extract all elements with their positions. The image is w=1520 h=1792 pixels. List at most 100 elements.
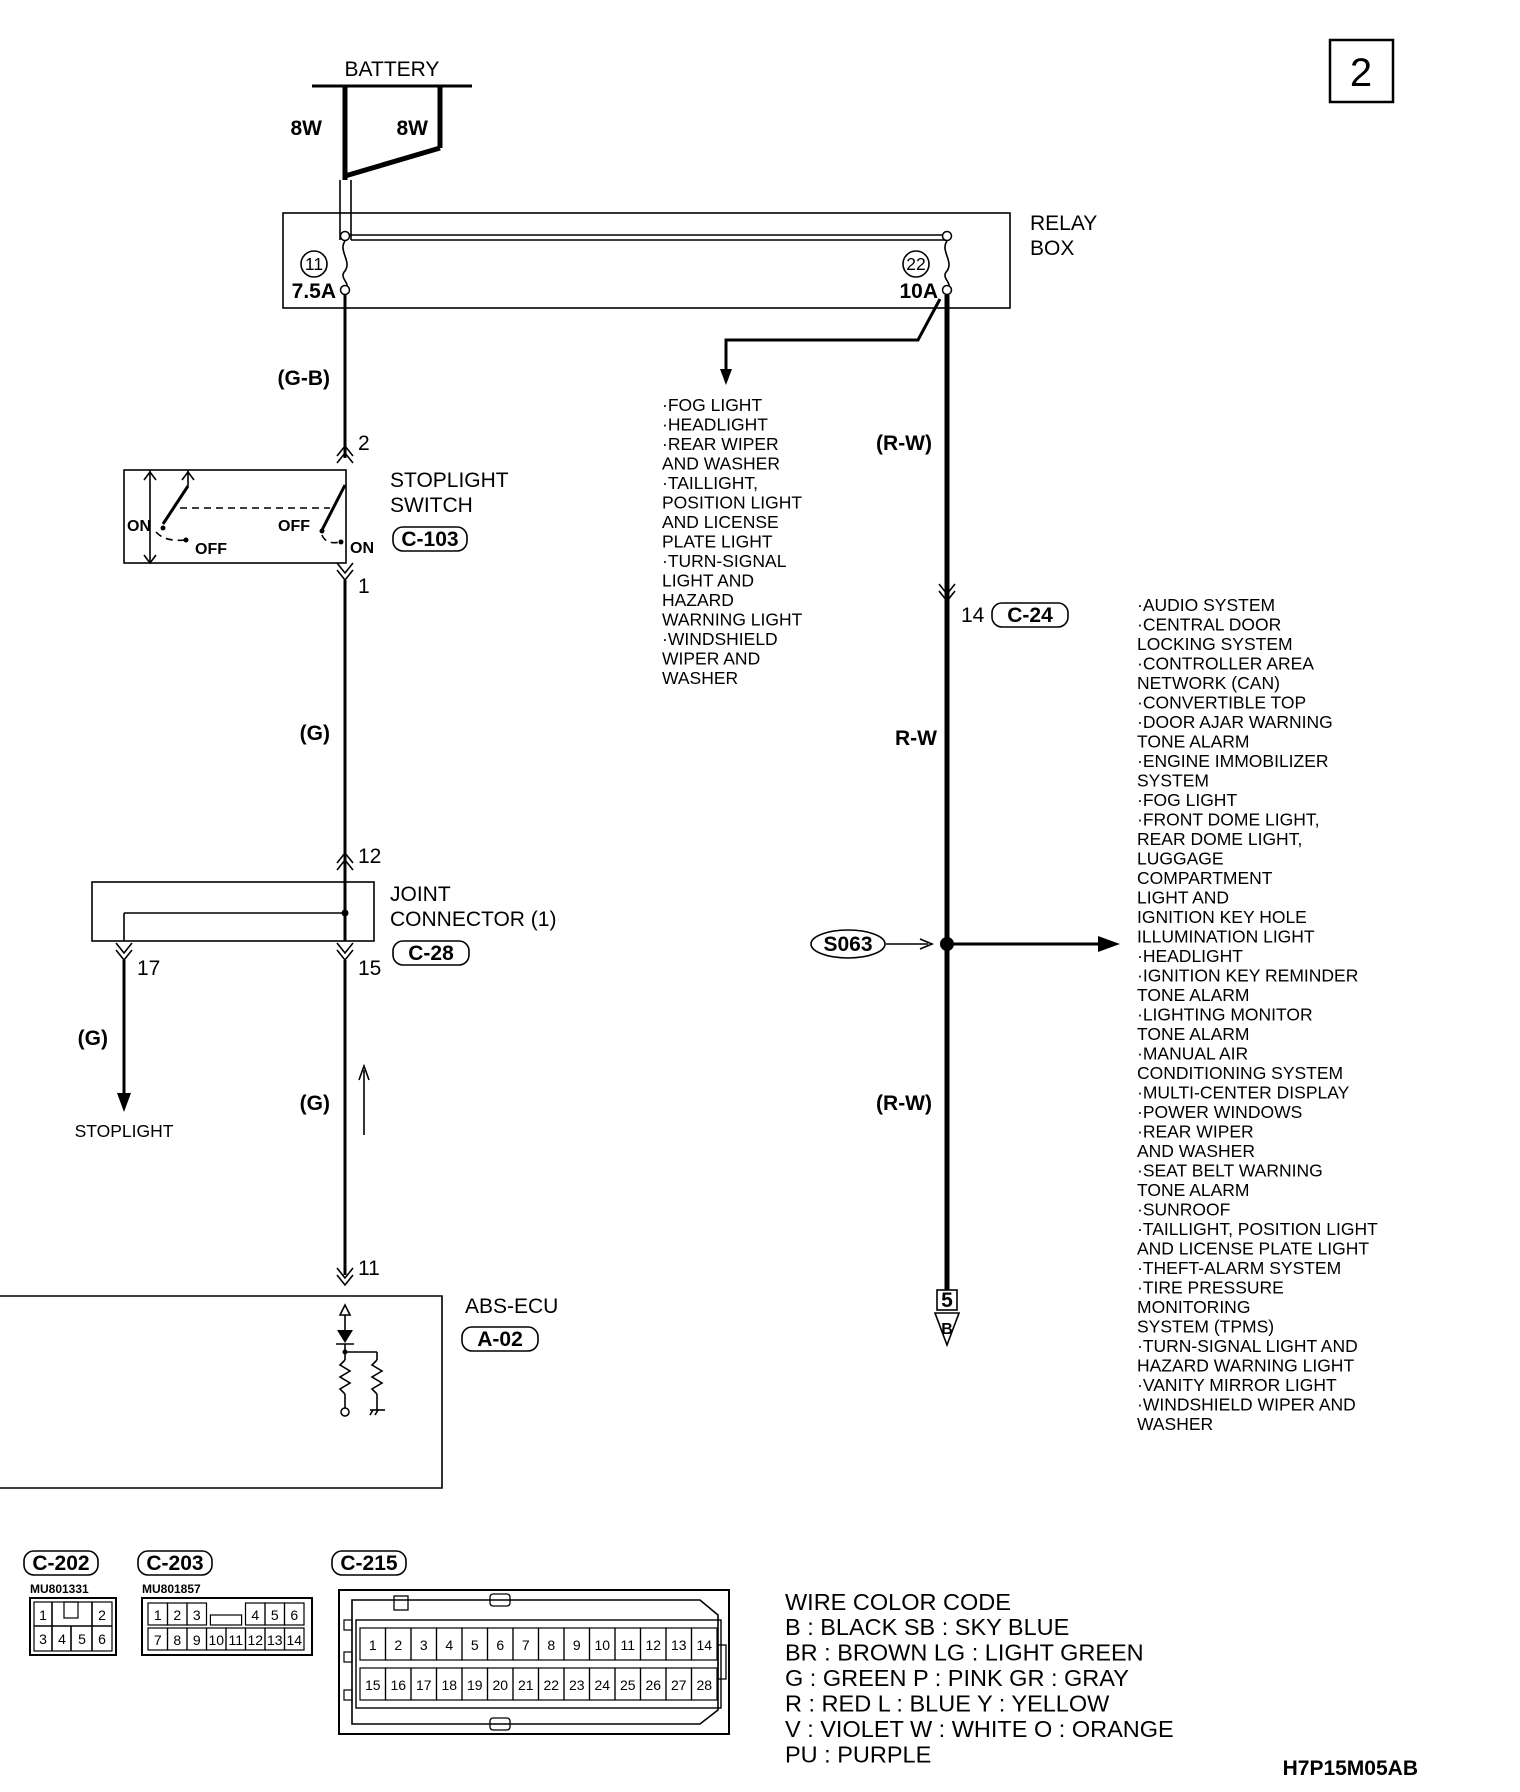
splice-branch-item: COMPARTMENT xyxy=(1137,868,1273,888)
fuse-22-number: 22 xyxy=(906,254,925,274)
c215-pin: 3 xyxy=(420,1637,428,1653)
continuation-page: 5 xyxy=(941,1289,953,1312)
wire-g2-label: (G) xyxy=(78,1027,108,1050)
splice-branch-item: ·MANUAL AIR xyxy=(1137,1044,1248,1064)
abs-ecu-label: ABS-ECU xyxy=(465,1295,558,1318)
splice-branch-item: LOCKING SYSTEM xyxy=(1137,634,1293,654)
fuse22-branch-item: AND LICENSE xyxy=(662,512,779,532)
c215-pin: 10 xyxy=(594,1637,610,1653)
stoplight-label: STOPLIGHT xyxy=(75,1121,174,1141)
c215-pin: 5 xyxy=(471,1637,479,1653)
c215-pin: 19 xyxy=(467,1677,483,1693)
fuse22-branch-item: WASHER xyxy=(662,668,738,688)
joint-connector-badge xyxy=(392,940,470,966)
splice-branch-item: ·TIRE PRESSURE xyxy=(1137,1278,1284,1298)
stop-wire: 1 (G) 12 xyxy=(300,562,381,871)
splice-branch-item: NETWORK (CAN) xyxy=(1137,673,1280,693)
c202-pin-3: 3 xyxy=(39,1631,47,1647)
c203-pin: 3 xyxy=(193,1607,201,1623)
c215-pin: 27 xyxy=(671,1677,687,1693)
c215-pin: 8 xyxy=(547,1637,555,1653)
page-number-box: 2 xyxy=(1328,38,1395,104)
joint-pin-top: 12 xyxy=(358,845,381,868)
wire-color-code-line: R : RED L : BLUE Y : YELLOW xyxy=(785,1691,1110,1717)
left-circuit: (G-B) 2 xyxy=(278,295,370,464)
wire-color-code-line: G : GREEN P : PINK GR : GRAY xyxy=(785,1665,1129,1691)
c215-pin: 14 xyxy=(696,1637,712,1653)
splice-branch-item: IGNITION KEY HOLE xyxy=(1137,907,1307,927)
c215-pin: 17 xyxy=(416,1677,432,1693)
c215-pin: 23 xyxy=(569,1677,585,1693)
stoplight-switch: STOPLIGHT SWITCH C-103 ON OFF OFF ON xyxy=(123,469,509,565)
splice-branch-item: CONDITIONING SYSTEM xyxy=(1137,1063,1343,1083)
fuse22-branch-item: ·HEADLIGHT xyxy=(662,415,768,435)
c24-pin: 14 xyxy=(961,604,985,627)
splice-branch-item: ·REAR WIPER xyxy=(1137,1122,1254,1142)
splice-label: S063 xyxy=(823,933,872,956)
relay-box-label-1: RELAY xyxy=(1030,212,1097,235)
c215-pin: 16 xyxy=(390,1677,406,1693)
c215-pin: 4 xyxy=(445,1637,453,1653)
c215-pin: 18 xyxy=(441,1677,457,1693)
switch-connector-badge xyxy=(392,526,468,552)
switch-pin-top: 2 xyxy=(358,432,370,455)
joint-connector-id: C-28 xyxy=(408,942,454,965)
splice-branch-item: REAR DOME LIGHT, xyxy=(1137,829,1302,849)
c203-name: C-203 xyxy=(146,1552,203,1575)
c203-pin: 11 xyxy=(228,1632,243,1648)
fuse22-branch-item: ·TURN-SIGNAL xyxy=(662,551,787,571)
switch-on-right: ON xyxy=(350,540,374,557)
battery: BATTERY 8W 8W xyxy=(291,58,472,180)
c215-pin: 26 xyxy=(645,1677,661,1693)
joint-connector: JOINT CONNECTOR (1) C-28 15 17 xyxy=(91,870,556,980)
c24-connector: C-24 xyxy=(1007,604,1053,627)
splice-branch-item: ·VANITY MIRROR LIGHT xyxy=(1137,1375,1337,1395)
battery-label: BATTERY xyxy=(345,58,440,81)
c215-pin: 21 xyxy=(518,1677,534,1693)
battery-wire-right: 8W xyxy=(397,117,429,140)
splice-branch-item: ·POWER WINDOWS xyxy=(1137,1102,1302,1122)
fuse22-branch-item: ·TAILLIGHT, xyxy=(662,473,758,493)
splice-branch-item: ·MULTI-CENTER DISPLAY xyxy=(1137,1083,1350,1103)
splice-branch-item: ·TURN-SIGNAL LIGHT AND xyxy=(1137,1336,1358,1356)
c215-pin: 7 xyxy=(522,1637,530,1653)
joint-pin-right: 15 xyxy=(358,957,381,980)
splice-branch-item: ·SEAT BELT WARNING xyxy=(1137,1161,1323,1181)
wire-rw2-label: R-W xyxy=(895,727,937,750)
splice-branch-item: ·TAILLIGHT, POSITION LIGHT xyxy=(1137,1219,1378,1239)
c202-pin-2: 2 xyxy=(98,1607,106,1623)
splice-branch-item: TONE ALARM xyxy=(1137,1024,1250,1044)
c24-badge xyxy=(991,602,1069,628)
c215-pin: 12 xyxy=(645,1637,661,1653)
page-number: 2 xyxy=(1350,51,1372,95)
c202-pin-6: 6 xyxy=(98,1631,106,1647)
c202-name: C-202 xyxy=(32,1552,89,1575)
wire-g1-label: (G) xyxy=(300,722,330,745)
c203-pin: 4 xyxy=(251,1607,259,1623)
c203-pin: 6 xyxy=(290,1607,298,1623)
fuse22-branch-item: ·WINDSHIELD xyxy=(662,629,778,649)
c215-pin: 28 xyxy=(696,1677,712,1693)
splice-branch-item: ·THEFT-ALARM SYSTEM xyxy=(1137,1258,1341,1278)
splice-branch-item: ·WINDSHIELD WIPER AND xyxy=(1137,1395,1356,1415)
relay-box-label-2: BOX xyxy=(1030,237,1074,260)
splice-branch-item: WASHER xyxy=(1137,1414,1213,1434)
splice-branch-item: TONE ALARM xyxy=(1137,1180,1250,1200)
wire-color-code-line: PU : PURPLE xyxy=(785,1742,931,1768)
c215-pin: 24 xyxy=(594,1677,610,1693)
c215-pin: 20 xyxy=(492,1677,508,1693)
fuse-11-number: 11 xyxy=(305,254,323,274)
fuse22-branch-item: PLATE LIGHT xyxy=(662,532,773,552)
c203-pin: 12 xyxy=(247,1632,263,1648)
splice-branch-item: SYSTEM xyxy=(1137,771,1209,791)
splice-branch-item: ·CONTROLLER AREA xyxy=(1137,654,1314,674)
splice-branch-item: ·SUNROOF xyxy=(1137,1200,1230,1220)
c202-pin-5: 5 xyxy=(78,1631,86,1647)
abs-connector-badge xyxy=(461,1326,539,1352)
c215-pin: 2 xyxy=(394,1637,402,1653)
fuse22-branch-item: WARNING LIGHT xyxy=(662,610,803,630)
wire-color-code-title: WIRE COLOR CODE xyxy=(785,1589,1011,1615)
splice-branch-item: ·ENGINE IMMOBILIZER xyxy=(1137,751,1329,771)
